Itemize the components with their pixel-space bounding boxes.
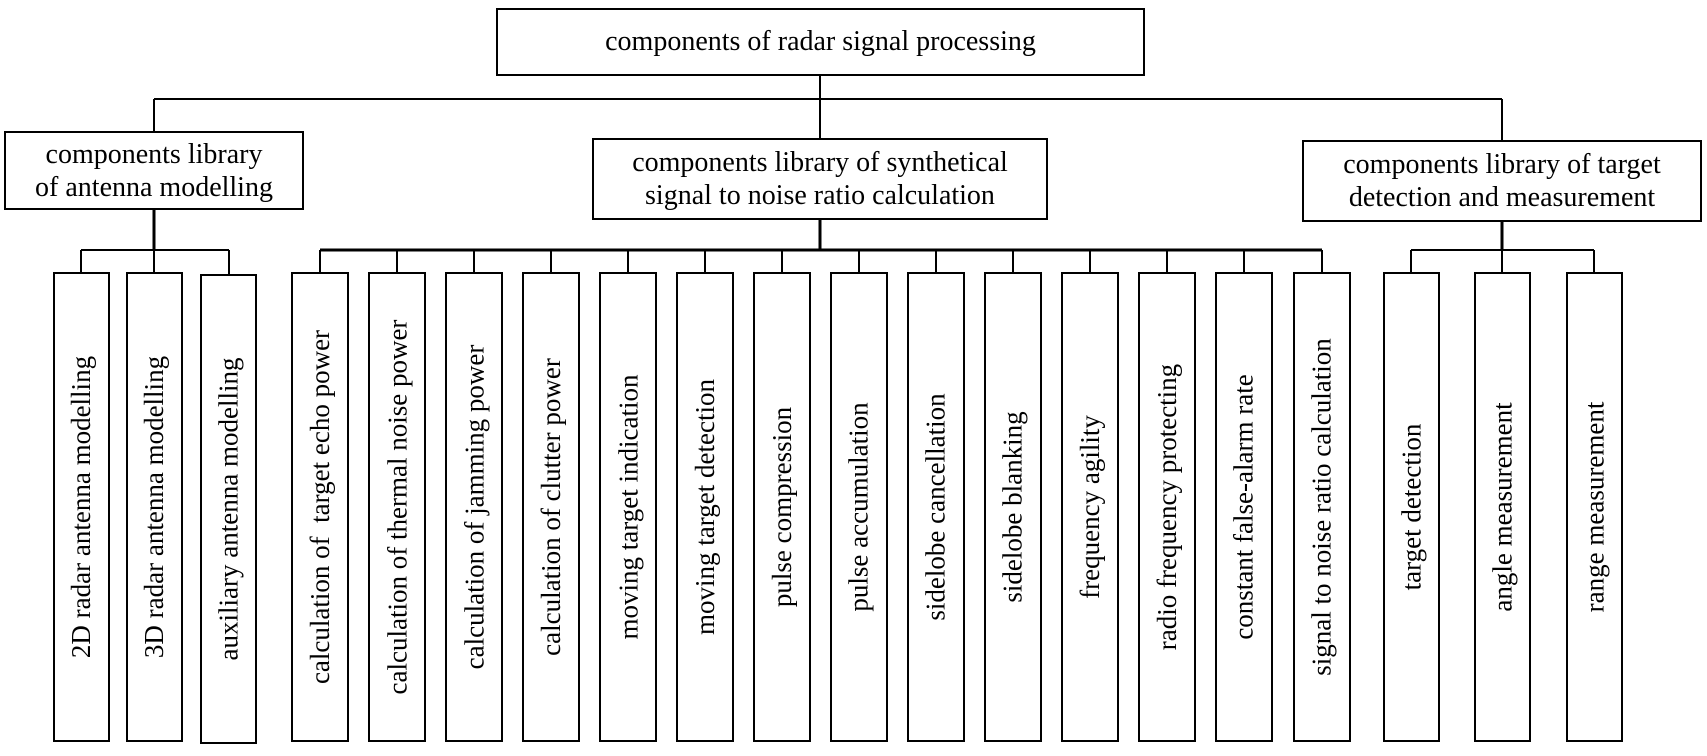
library-snr-calculation: components library of synthetical signal…: [592, 138, 1048, 220]
component-label: range measurement: [1579, 401, 1610, 613]
component-label: pulse accumulation: [844, 402, 874, 612]
component-box: auxiliary antenna modelling: [200, 274, 257, 744]
component-label: sidelobe cancellation: [921, 393, 951, 621]
component-box: constant false-alarm rate: [1215, 272, 1273, 742]
component-label: radio frequency protecting: [1152, 363, 1182, 651]
component-label: signal to noise ratio calculation: [1307, 338, 1338, 676]
component-label: auxiliary antenna modelling: [213, 357, 244, 661]
component-label: frequency agility: [1075, 415, 1105, 599]
component-box: pulse accumulation: [830, 272, 888, 742]
component-label: constant false-alarm rate: [1229, 374, 1260, 640]
component-box: 3D radar antenna modelling: [126, 272, 183, 742]
component-box: calculation of thermal noise power: [368, 272, 426, 742]
root-node: components of radar signal processing: [496, 8, 1145, 76]
component-box: moving target indication: [599, 272, 657, 742]
component-label: pulse compression: [767, 406, 798, 608]
component-label: calculation of target echo power: [305, 329, 336, 685]
root-label: components of radar signal processing: [605, 26, 1036, 57]
library-antenna-modelling-label: components library of antenna modelling: [35, 138, 273, 203]
component-label: 2D radar antenna modelling: [66, 355, 97, 659]
component-label: sidelobe blanking: [998, 411, 1028, 603]
library-antenna-modelling: components library of antenna modelling: [4, 131, 304, 210]
component-box: signal to noise ratio calculation: [1293, 272, 1351, 742]
component-box: calculation of target echo power: [291, 272, 349, 742]
component-box: frequency agility: [1061, 272, 1119, 742]
component-box: angle measurement: [1474, 272, 1531, 742]
component-box: pulse compression: [753, 272, 811, 742]
component-box: moving target detection: [676, 272, 734, 742]
component-box: range measurement: [1566, 272, 1623, 742]
component-label: moving target detection: [690, 379, 720, 635]
component-label: angle measurement: [1487, 402, 1518, 612]
component-label: target detection: [1396, 423, 1427, 591]
component-label: 3D radar antenna modelling: [139, 355, 170, 659]
component-label: calculation of thermal noise power: [382, 319, 412, 695]
component-box: calculation of jamming power: [445, 272, 503, 742]
component-label: moving target indication: [613, 374, 644, 640]
library-snr-calculation-label: components library of synthetical signal…: [632, 147, 1008, 211]
component-label: calculation of jamming power: [459, 344, 489, 670]
component-label: calculation of clutter power: [536, 358, 566, 656]
component-box: sidelobe cancellation: [907, 272, 965, 742]
component-box: radio frequency protecting: [1138, 272, 1196, 742]
component-box: calculation of clutter power: [522, 272, 580, 742]
component-box: sidelobe blanking: [984, 272, 1042, 742]
library-target-detection-measurement-label: components library of target detection a…: [1343, 149, 1661, 213]
component-box: 2D radar antenna modelling: [53, 272, 110, 742]
component-box: target detection: [1383, 272, 1440, 742]
library-target-detection-measurement: components library of target detection a…: [1302, 140, 1702, 222]
